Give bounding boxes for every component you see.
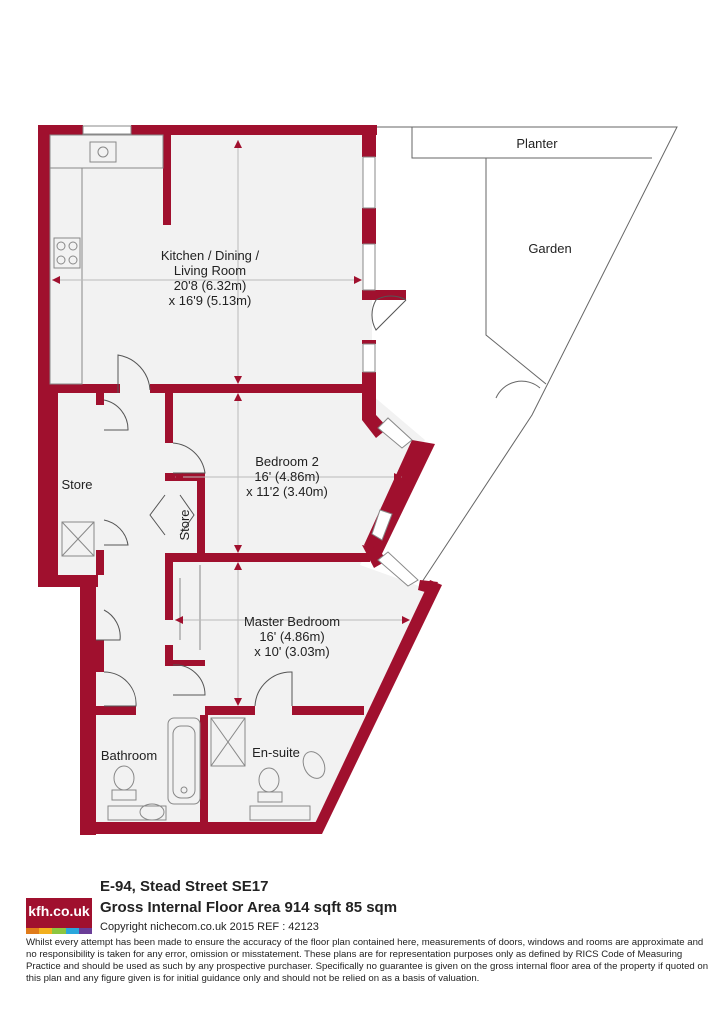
bath-icon	[167, 717, 201, 805]
bedroom2-dim-2: x 11'2 (3.40m)	[246, 484, 328, 499]
door-swings	[96, 295, 407, 707]
shower-icon	[210, 717, 246, 767]
kitchen-label: Kitchen / Dining /	[161, 248, 260, 263]
fixtures	[49, 134, 326, 821]
terrace-outline	[377, 126, 678, 586]
copyright: Copyright nichecom.co.uk 2015 REF : 4212…	[100, 921, 319, 933]
kitchen-dim-1: 20'8 (6.32m)	[174, 278, 247, 293]
master-bedroom-dim-1: 16' (4.86m)	[259, 629, 324, 644]
logo-bar-segment	[26, 928, 40, 934]
logo-bar-segment	[52, 928, 66, 934]
floor-area: Gross Internal Floor Area 914 sqft 85 sq…	[100, 899, 398, 916]
logo-text: kfh.co.uk	[28, 903, 90, 919]
basin-icon-ensuite	[302, 751, 326, 779]
ensuite-label: En-suite	[252, 745, 300, 760]
kfh-logo: kfh.co.uk	[26, 898, 93, 934]
logo-bar-segment	[65, 928, 79, 934]
kitchen-label-2: Living Room	[174, 263, 246, 278]
tank-icon	[61, 521, 95, 557]
bedroom2-dim-1: 16' (4.86m)	[254, 469, 319, 484]
hob-icon	[53, 237, 81, 269]
planter-label: Planter	[516, 136, 558, 151]
bedroom2-label: Bedroom 2	[255, 454, 319, 469]
disclaimer: Whilst every attempt has been made to en…	[26, 937, 709, 984]
store-small-label: Store	[177, 509, 192, 540]
garden-label: Garden	[528, 241, 571, 256]
logo-bar-segment	[78, 928, 93, 934]
dimension-lines	[52, 140, 408, 705]
master-bedroom-dim-2: x 10' (3.03m)	[254, 644, 329, 659]
logo-color-bar	[26, 928, 93, 934]
store-label: Store	[61, 477, 92, 492]
floor-plan: Planter Garden Kitchen / Dining / Living…	[38, 125, 678, 835]
windows	[82, 125, 419, 587]
dimension-arrows	[52, 140, 410, 706]
logo-bar-segment	[39, 928, 53, 934]
sink-icon	[89, 141, 117, 163]
master-bedroom-label: Master Bedroom	[244, 614, 340, 629]
kitchen-dim-2: x 16'9 (5.13m)	[169, 293, 252, 308]
bathroom-label: Bathroom	[101, 748, 157, 763]
property-address: E-94, Stead Street SE17	[100, 878, 269, 895]
